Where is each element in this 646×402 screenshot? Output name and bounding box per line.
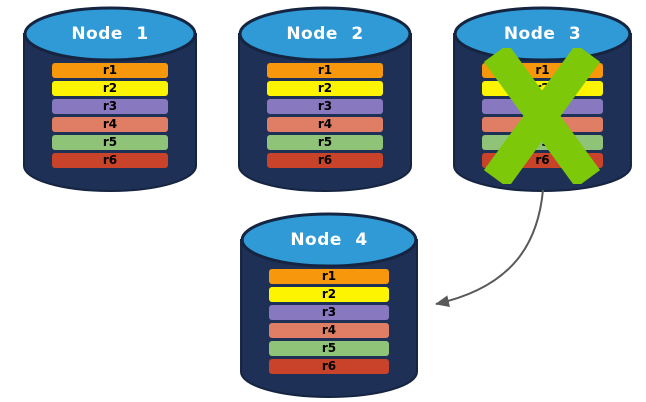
replica-bar-r3: r3 (269, 305, 389, 320)
node-title: Node 4 (290, 230, 368, 250)
replica-list: r1 r2 r3 r4 r5 r6 (269, 269, 389, 377)
failure-x-icon (483, 48, 601, 184)
replica-bar-r5: r5 (267, 135, 383, 150)
node-title: Node 3 (503, 24, 582, 44)
replica-bar-r4: r4 (269, 323, 389, 338)
cylinder-top (238, 6, 412, 62)
node-4: Node 4 r1 r2 r3 r4 r5 r6 (239, 210, 419, 400)
replica-bar-r1: r1 (269, 269, 389, 284)
replica-bar-r4: r4 (52, 117, 168, 132)
node-title: Node 2 (286, 24, 364, 44)
replica-bar-r5: r5 (52, 135, 168, 150)
cylinder-top (453, 6, 632, 62)
replica-bar-r3: r3 (52, 99, 168, 114)
replica-bar-r3: r3 (267, 99, 383, 114)
replica-bar-r4: r4 (267, 117, 383, 132)
node-2: Node 2 r1 r2 r3 r4 r5 r6 (237, 4, 413, 194)
replica-bar-r6: r6 (269, 359, 389, 374)
node-title: Node 1 (71, 24, 149, 44)
replica-bar-r2: r2 (269, 287, 389, 302)
cylinder-top (240, 212, 418, 268)
replica-list: r1 r2 r3 r4 r5 r6 (52, 63, 168, 171)
cylinder-top (23, 6, 197, 62)
replica-bar-r6: r6 (52, 153, 168, 168)
replica-list: r1 r2 r3 r4 r5 r6 (267, 63, 383, 171)
replica-bar-r5: r5 (269, 341, 389, 356)
node-1: Node 1 r1 r2 r3 r4 r5 r6 (22, 4, 198, 194)
replica-bar-r1: r1 (267, 63, 383, 78)
replica-bar-r2: r2 (52, 81, 168, 96)
replica-bar-r6: r6 (267, 153, 383, 168)
replica-bar-r1: r1 (52, 63, 168, 78)
node-3: Node 3 r1 r2 r3 r4 r5 r6 (452, 4, 633, 194)
replica-bar-r2: r2 (267, 81, 383, 96)
